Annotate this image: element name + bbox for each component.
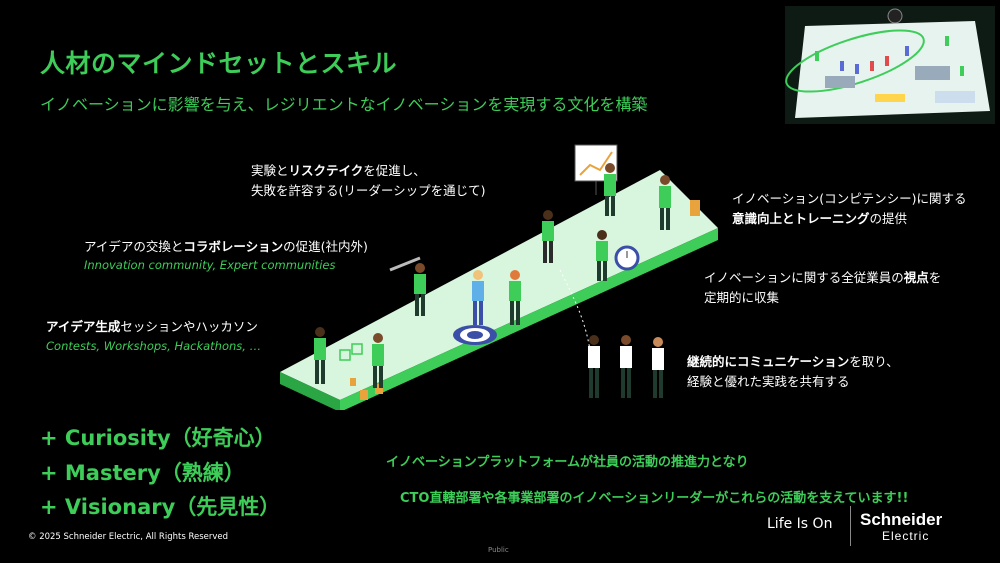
caption-text: の促進(社内外) xyxy=(283,239,368,254)
caption-text: アイデアの交換と xyxy=(84,239,184,254)
caption-bold-text: アイデア生成 xyxy=(46,319,121,334)
trophy-icons xyxy=(350,200,700,400)
brand-name: Schneider xyxy=(860,510,943,529)
people-figures xyxy=(314,163,671,388)
office-illustration-thumbnail xyxy=(785,6,995,124)
highlight-ellipse xyxy=(785,29,925,93)
caption-generation: アイデア生成セッションやハッカソン Contests, Workshops, H… xyxy=(46,317,261,355)
target-icon xyxy=(453,325,497,345)
person-figure xyxy=(620,335,632,398)
caption-bold-text: 視点 xyxy=(903,270,929,285)
person-figure xyxy=(314,327,326,384)
caption-text: 失敗を許容する(リーダーシップを通じて) xyxy=(251,183,486,198)
platform-top xyxy=(280,170,718,400)
slide-subtitle: イノベーションに影響を与え、レジリエントなイノベーションを実現する文化を構築 xyxy=(40,95,648,114)
slide-title: 人材のマインドセットとスキル xyxy=(40,49,398,78)
trait-mastery: + Mastery（熟練） xyxy=(40,461,245,485)
caption-text: の提供 xyxy=(869,211,908,226)
dotted-connector xyxy=(559,269,591,351)
clock-icon xyxy=(614,245,640,271)
camera-icon xyxy=(887,8,903,24)
caption-viewpoint: イノベーションに関する全従業員の視点を 定期的に収集 xyxy=(704,268,941,308)
caption-text: 経験と優れた実践を共有する xyxy=(687,374,850,389)
person-figure xyxy=(509,270,521,325)
platform-statement-1: イノベーションプラットフォームが社員の活動の推進力となり xyxy=(386,455,749,470)
footer-divider xyxy=(850,506,851,546)
caption-text: イノベーション(コンピテンシー)に関する xyxy=(732,191,967,206)
caption-text: を促進し、 xyxy=(363,163,426,178)
caption-bold-text: 意識向上とトレーニング xyxy=(732,211,870,226)
person-figure xyxy=(372,333,384,388)
person-figure xyxy=(604,163,616,216)
caption-bold-text: コラボレーション xyxy=(183,239,284,254)
caption-bold-text: 継続的にコミュニケーション xyxy=(687,354,850,369)
caption-english: Contests, Workshops, Hackathons, … xyxy=(46,339,262,353)
platform-illustration xyxy=(280,144,718,410)
person-figure xyxy=(596,230,608,281)
caption-competency: イノベーション(コンピテンシー)に関する 意識向上とトレーニングの提供 xyxy=(732,189,967,229)
platform-side xyxy=(340,228,718,410)
caption-experiment: 実験とリスクテイクを促進し、 失敗を許容する(リーダーシップを通じて) xyxy=(251,161,486,201)
caption-exchange: アイデアの交換とコラボレーションの促進(社内外) Innovation comm… xyxy=(84,237,368,273)
person-figure xyxy=(588,335,600,398)
person-figure xyxy=(542,210,554,263)
network-icon xyxy=(339,343,363,361)
copyright-text: © 2025 Schneider Electric, All Rights Re… xyxy=(28,532,229,542)
caption-english: Innovation community, Expert communities xyxy=(84,258,336,272)
trait-curiosity: + Curiosity（好奇心） xyxy=(40,426,276,450)
schneider-electric-logo: Schneider Electric xyxy=(860,510,943,544)
caption-bold-text: リスクテイク xyxy=(288,163,364,178)
caption-text: を取り、 xyxy=(849,354,899,369)
person-figure xyxy=(652,337,664,398)
caption-text: 定期的に収集 xyxy=(704,290,780,305)
caption-text: を xyxy=(928,270,942,285)
caption-text: セッションやハッカソン xyxy=(120,319,258,334)
brand-sub: Electric xyxy=(882,529,930,543)
platform-statement-2: CTO直轄部署や各事業部署のイノベーションリーダーがこれらの活動を支えています!… xyxy=(400,491,909,506)
caption-text: イノベーションに関する全従業員の xyxy=(704,270,904,285)
person-figure xyxy=(659,175,671,230)
tagline: Life Is On xyxy=(767,516,833,532)
classification-label: Public xyxy=(488,546,509,554)
trait-visionary: + Visionary（先見性） xyxy=(40,495,281,519)
caption-text: 実験と xyxy=(251,163,289,178)
person-figure xyxy=(414,263,426,316)
communication-people-illustration xyxy=(588,335,664,398)
platform-front xyxy=(280,372,340,410)
caption-communication: 継続的にコミュニケーションを取り、 経験と優れた実践を共有する xyxy=(687,352,899,392)
person-figure xyxy=(472,270,484,325)
telescope-icon xyxy=(389,256,421,272)
